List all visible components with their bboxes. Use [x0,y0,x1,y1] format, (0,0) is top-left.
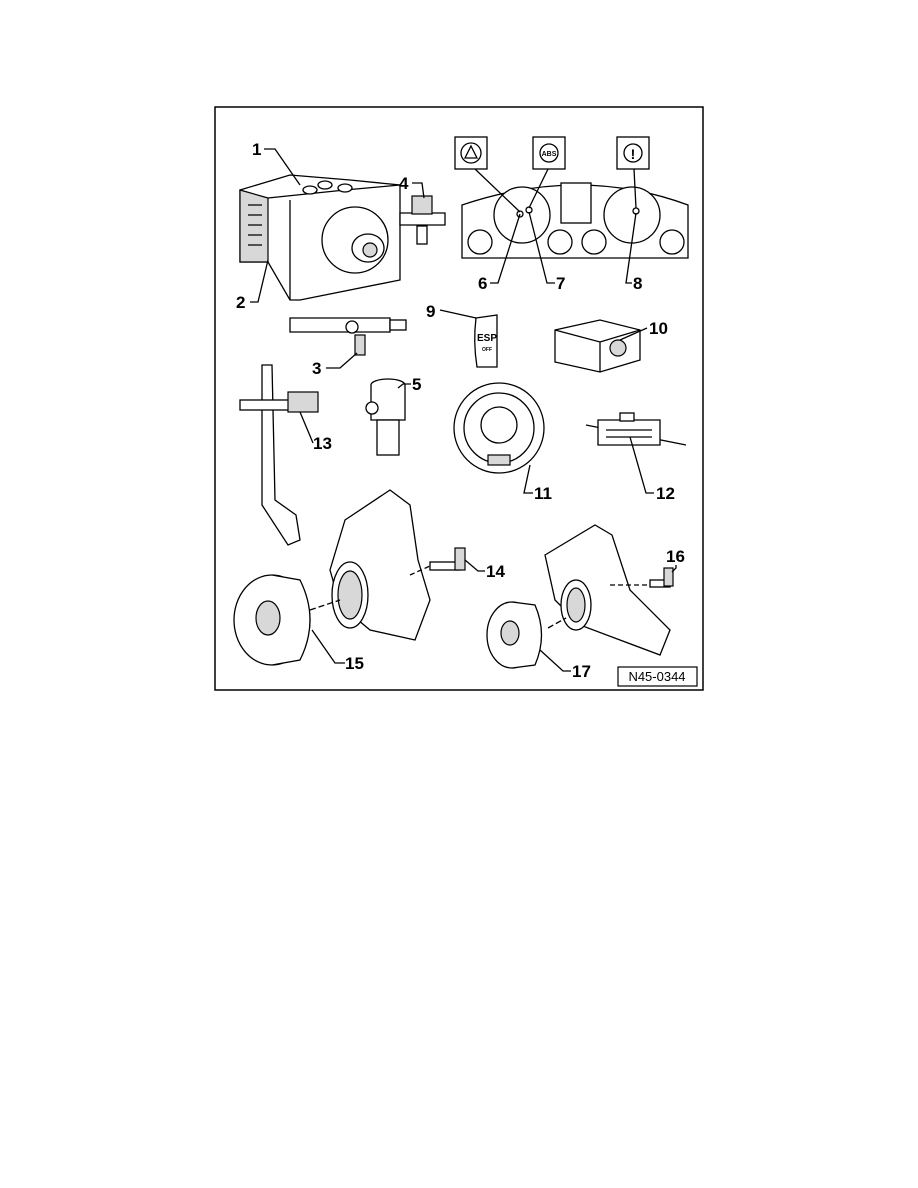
callout-11: 11 [534,484,552,503]
callout-8: 8 [633,274,642,293]
callout-9: 9 [426,302,435,321]
warning-symbol-esp [454,136,488,170]
leader-line [625,212,637,284]
leader-line [299,411,314,444]
brake-pedal [239,364,319,546]
callout-17: 17 [572,662,591,681]
reference-box [617,666,698,687]
callout-10: 10 [649,319,668,338]
brake-booster-pump [365,378,406,456]
diagnostic-connector [585,412,687,446]
figure-reference: N45-0344 [628,669,685,684]
leader-line [412,182,425,199]
abs-symbol-text: ABS [542,151,557,158]
callout-6: 6 [478,274,487,293]
callout-12: 12 [656,484,675,503]
leader-line [523,464,533,494]
yaw-rate-sensor [554,319,641,373]
leader-line [629,436,654,494]
callout-1: 1 [252,140,261,159]
leader-line [397,383,411,389]
leader-lines [474,168,637,213]
warning-symbol-brake: ! [616,136,650,170]
callout-5: 5 [412,375,421,394]
leader-line [528,211,555,284]
steering-angle-sender [453,382,545,474]
callout-2: 2 [236,293,245,312]
front-wheel-hub-and-knuckle-right [486,524,671,669]
esp-button: ESP OFF [474,314,498,368]
leader-line [311,629,345,664]
callout-7: 7 [556,274,565,293]
callout-16: 16 [666,547,685,566]
callout-4: 4 [399,174,409,193]
leader-line [490,213,521,284]
abs-hydraulic-unit [239,174,401,301]
leader-line [250,259,269,303]
brake-pressure-sender [399,195,446,245]
wheel-speed-sensor-left [409,547,466,576]
callout-15: 15 [345,654,364,673]
esp-button-label: ESP [477,333,497,344]
leader-line [439,309,477,319]
brake-symbol-text: ! [631,146,636,162]
leader-line [326,352,358,369]
callout-3: 3 [312,359,321,378]
leader-line [671,565,677,573]
esp-button-sublabel: OFF [482,347,492,353]
leader-line [464,559,485,572]
leader-line [539,649,571,672]
callout-14: 14 [486,562,505,581]
brake-master-cylinder [289,317,407,356]
wheel-speed-sensor-right [649,567,674,588]
leader-line [264,148,301,186]
front-wheel-hub-and-knuckle-left [233,489,431,666]
leader-line [619,327,648,341]
warning-symbol-abs: ABS [532,136,566,170]
callout-13: 13 [313,434,332,453]
